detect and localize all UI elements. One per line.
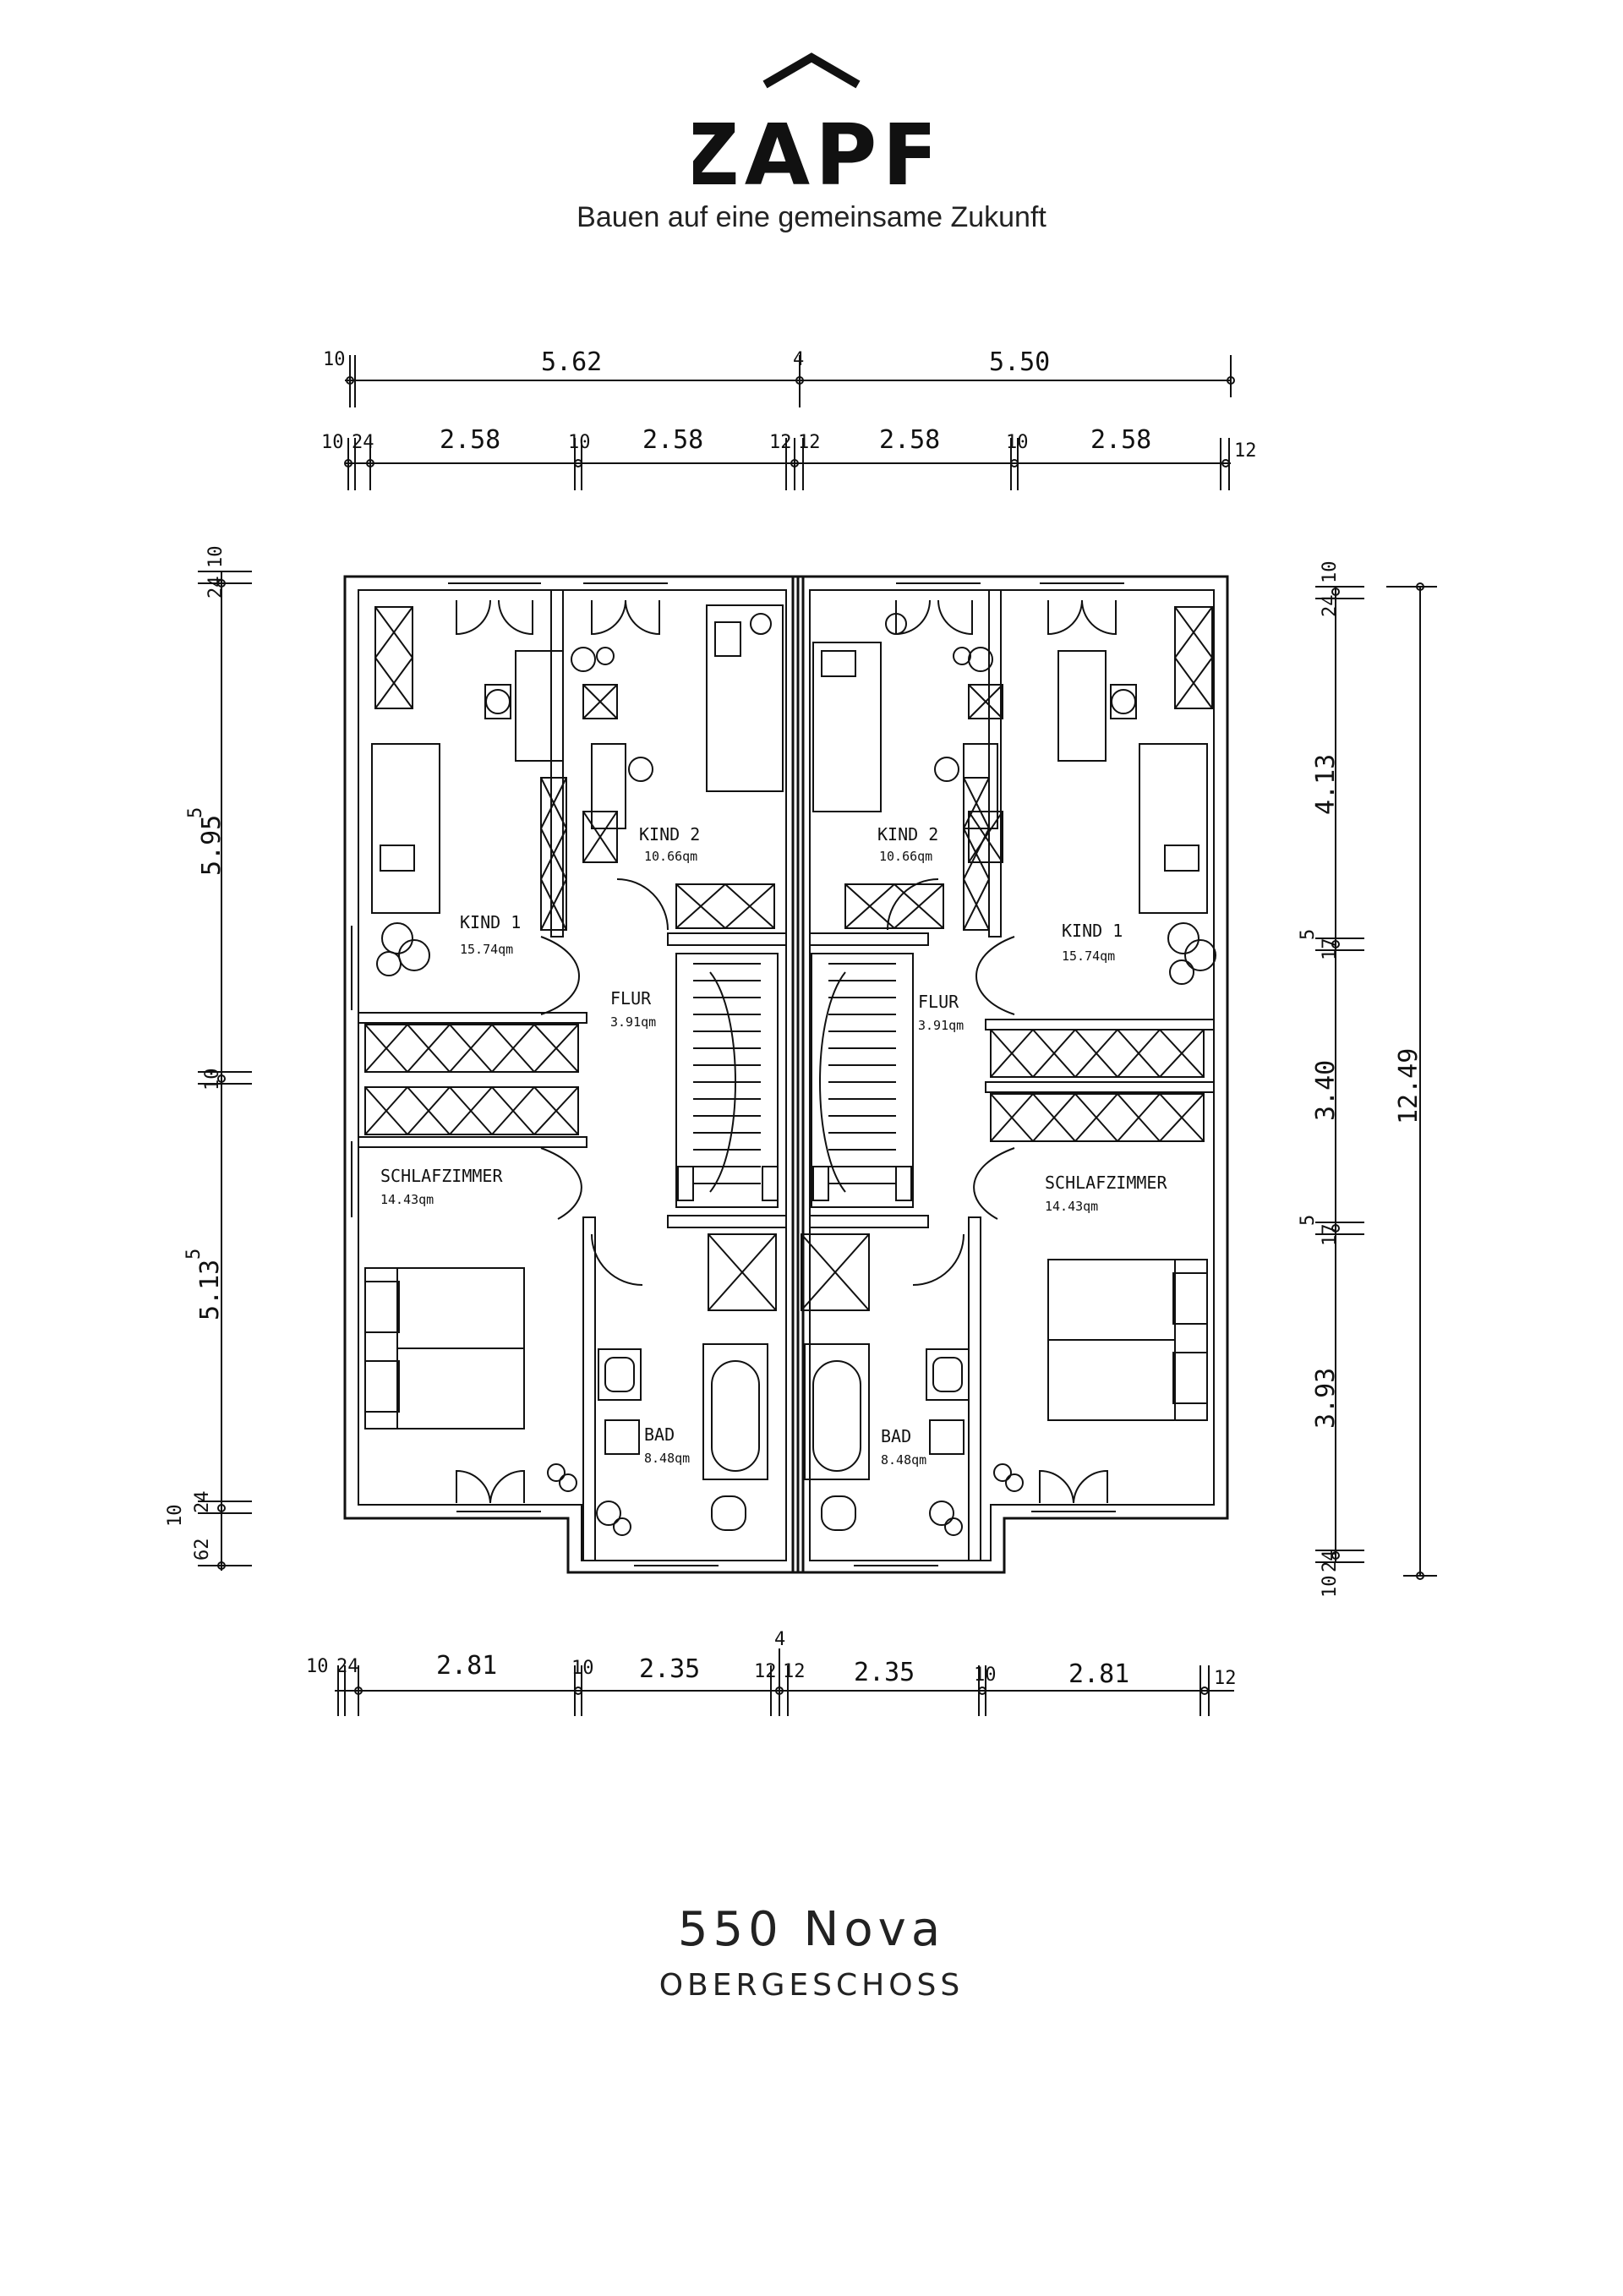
dimension-label: 17: [1320, 938, 1341, 961]
dimension-label: 12: [1234, 440, 1257, 462]
exterior-walls: [343, 575, 1229, 1574]
room-kind2-left-name: KIND 2: [639, 824, 700, 845]
room-schlaf-right-name: SCHLAFZIMMER: [1045, 1173, 1167, 1193]
dimension-label: 62: [192, 1539, 213, 1561]
left-dimension-lines: [198, 571, 252, 1571]
dimension-label: 5: [1298, 929, 1319, 940]
dimension-label: 10: [571, 1658, 594, 1679]
dimension-label: 10: [1320, 561, 1341, 584]
room-kind1-left-area: 15.74qm: [460, 942, 513, 957]
model-title: 550 Nova: [677, 1902, 946, 1957]
dimension-label: 17: [1320, 1224, 1341, 1247]
dimension-label: 10: [165, 1505, 186, 1528]
room-schlaf-left-area: 14.43qm: [380, 1192, 434, 1207]
dimension-label: 2.58: [642, 425, 703, 455]
wardrobes-right: [844, 606, 1213, 1142]
dimension-label: 5: [1298, 1215, 1319, 1226]
dimension-label: 12: [769, 432, 792, 453]
dimension-label: 12: [783, 1661, 806, 1682]
dimension-label: 10: [205, 546, 227, 569]
logo: ZAPF Bauen auf eine gemeinsame Zukunft: [0, 0, 1623, 254]
room-bad-right-name: BAD: [881, 1426, 911, 1446]
room-bad-left-name: BAD: [644, 1424, 675, 1445]
windows: [351, 582, 1124, 1566]
room-flur-right-area: 3.91qm: [918, 1018, 964, 1033]
dimension-label: 5.13: [195, 1260, 225, 1320]
room-labels: KIND 1 15.74qm KIND 2 10.66qm KIND 2 10.…: [380, 824, 1167, 1468]
room-kind1-right-name: KIND 1: [1062, 921, 1123, 941]
dimension-label: 10: [974, 1665, 997, 1686]
room-schlaf-left-name: SCHLAFZIMMER: [380, 1166, 503, 1186]
dimension-label: 12: [1214, 1668, 1237, 1689]
room-kind2-left-area: 10.66qm: [644, 849, 697, 864]
dimension-label: 12.49: [1394, 1048, 1424, 1124]
right-dimension-lines: [1315, 582, 1437, 1580]
dimension-label: 5.95: [197, 815, 227, 876]
dimension-label: 2.58: [879, 425, 940, 455]
dimension-label: 2.35: [854, 1658, 915, 1687]
right-dimension-labels: 24 10 4.13 17 5 3.40 17 5 3.93 10 24 12.…: [1298, 561, 1424, 1599]
room-kind2-right-name: KIND 2: [877, 824, 938, 845]
brand-tagline: Bauen auf eine gemeinsame Zukunft: [577, 201, 1046, 233]
beds: [364, 604, 1208, 1430]
dimension-label: 3.40: [1311, 1060, 1341, 1121]
dimension-label: 10: [1320, 1576, 1341, 1599]
zapf-logo-mark: ZAPF: [693, 52, 930, 194]
dimension-label: 4: [774, 1629, 785, 1650]
dimension-label: 10: [568, 432, 591, 453]
dimension-label: 2.58: [1090, 425, 1151, 455]
dimension-label: 5: [183, 1249, 205, 1260]
dimension-label: 24: [352, 432, 374, 453]
interior-walls-left: [358, 589, 787, 1561]
dim-top-4: 4: [793, 349, 804, 370]
room-kind2-right-area: 10.66qm: [879, 849, 932, 864]
dimension-label: 10: [1006, 432, 1029, 453]
svg-text:ZAPF: ZAPF: [693, 106, 930, 194]
room-schlaf-right-area: 14.43qm: [1045, 1199, 1098, 1214]
dimension-label: 2.35: [639, 1654, 700, 1684]
dimension-label: 4.13: [1311, 754, 1341, 815]
dimension-label: 24: [192, 1491, 213, 1514]
desks: [376, 613, 1216, 1492]
room-kind1-left-name: KIND 1: [460, 912, 521, 932]
room-kind1-right-area: 15.74qm: [1062, 948, 1115, 964]
dim-top-10: 10: [323, 349, 346, 370]
top-dimension-lines: [344, 355, 1235, 490]
dimension-label: 5: [185, 807, 206, 818]
room-bad-right-area: 8.48qm: [881, 1452, 926, 1468]
dimension-label: 3.93: [1311, 1368, 1341, 1429]
dimension-label: 2.58: [440, 425, 500, 455]
dimension-label: 2.81: [436, 1651, 497, 1681]
dimension-label: 10: [321, 432, 344, 453]
top-dimension-labels: 10 5.62 4 5.50 10 24 2.58 10 2.58 12 12 …: [321, 347, 1257, 462]
dimension-label: 24: [1320, 595, 1341, 618]
interior-walls-right: [809, 589, 1215, 1561]
wardrobes-left: [364, 606, 775, 1135]
bottom-dimension-labels: 10 24 2.81 10 2.35 12 12 2.35 10 2.81 12…: [306, 1629, 1237, 1689]
dimension-label: 2.81: [1068, 1659, 1129, 1689]
dimension-label: 12: [798, 432, 821, 453]
left-dimension-labels: 24 10 5.95 5 10 5.13 5 10 24 62: [165, 546, 227, 1561]
door-swings: [456, 599, 1117, 1504]
room-bad-left-area: 8.48qm: [644, 1451, 690, 1466]
dimension-label: 24: [1320, 1550, 1341, 1573]
dimension-label: 10: [306, 1656, 329, 1677]
bottom-dimension-lines: [335, 1648, 1234, 1716]
room-flur-left-name: FLUR: [610, 988, 652, 1009]
dim-top-562: 5.62: [541, 347, 602, 377]
room-flur-right-name: FLUR: [918, 992, 959, 1012]
dimension-label: 24: [336, 1656, 359, 1677]
room-flur-left-area: 3.91qm: [610, 1014, 656, 1030]
floor-title: OBERGESCHOSS: [658, 1968, 965, 2003]
bathrooms: [596, 1233, 970, 1536]
dimension-label: 24: [205, 577, 227, 599]
dim-top-550: 5.50: [989, 347, 1050, 377]
dimension-label: 12: [754, 1661, 777, 1682]
dimension-label: 10: [202, 1069, 223, 1091]
